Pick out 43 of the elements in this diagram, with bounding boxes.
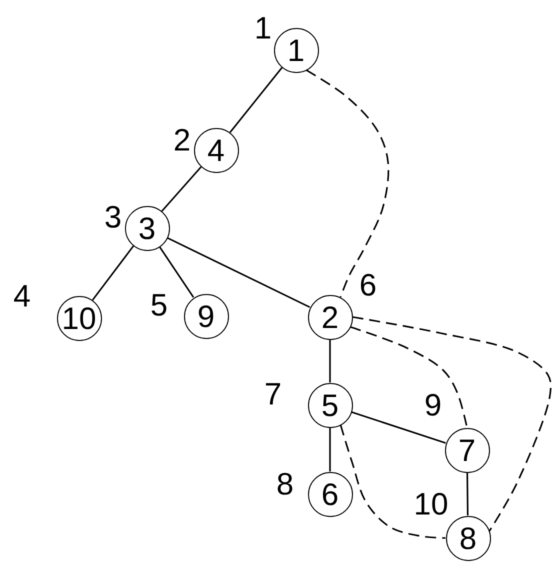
order-number-label: 7 <box>264 378 282 410</box>
vertex-number: 8 <box>459 522 477 554</box>
vertex-number: 1 <box>287 34 305 66</box>
vertex-number: 10 <box>62 302 96 334</box>
vertex-circle <box>274 28 318 72</box>
dashed-edge-line <box>306 69 390 298</box>
vertex-number: 6 <box>321 478 339 510</box>
vertex-circle <box>184 294 228 338</box>
edge-line <box>161 166 202 212</box>
edge-line <box>329 340 331 382</box>
edge-line <box>166 237 310 308</box>
order-number-label: 5 <box>150 290 168 320</box>
vertex-number: 7 <box>458 434 476 466</box>
order-number-label: 8 <box>276 468 294 500</box>
order-number-label: 3 <box>104 202 122 232</box>
vertex-circle <box>446 516 490 560</box>
vertex-circle <box>56 296 102 340</box>
vertex-circle <box>194 128 238 172</box>
vertex-circle <box>308 472 352 516</box>
vertex-number: 2 <box>321 302 339 332</box>
order-number-label: 1 <box>254 12 272 44</box>
vertex-number: 5 <box>321 390 339 420</box>
edge-line <box>329 428 331 472</box>
vertex-number: 4 <box>207 134 225 166</box>
vertex-circle <box>444 428 490 472</box>
edge-line <box>158 246 194 298</box>
order-number-label: 2 <box>173 124 191 156</box>
dashed-edge-line <box>352 316 552 532</box>
order-number-label: 9 <box>424 390 442 420</box>
vertex-circle <box>308 382 352 428</box>
order-number-label: 4 <box>13 280 31 312</box>
vertex-circle <box>124 206 170 250</box>
edge-line <box>466 472 469 516</box>
order-number-label: 10 <box>414 488 448 520</box>
dashed-edge-line <box>350 326 468 428</box>
vertex-number: 3 <box>138 212 156 244</box>
order-number-label: 6 <box>359 270 377 300</box>
vertex-number: 9 <box>197 300 215 332</box>
dashed-edge-line <box>340 424 446 539</box>
edge-line <box>351 411 446 444</box>
edge-line <box>92 245 134 301</box>
edge-line <box>229 67 283 133</box>
vertex-circle <box>308 294 352 340</box>
